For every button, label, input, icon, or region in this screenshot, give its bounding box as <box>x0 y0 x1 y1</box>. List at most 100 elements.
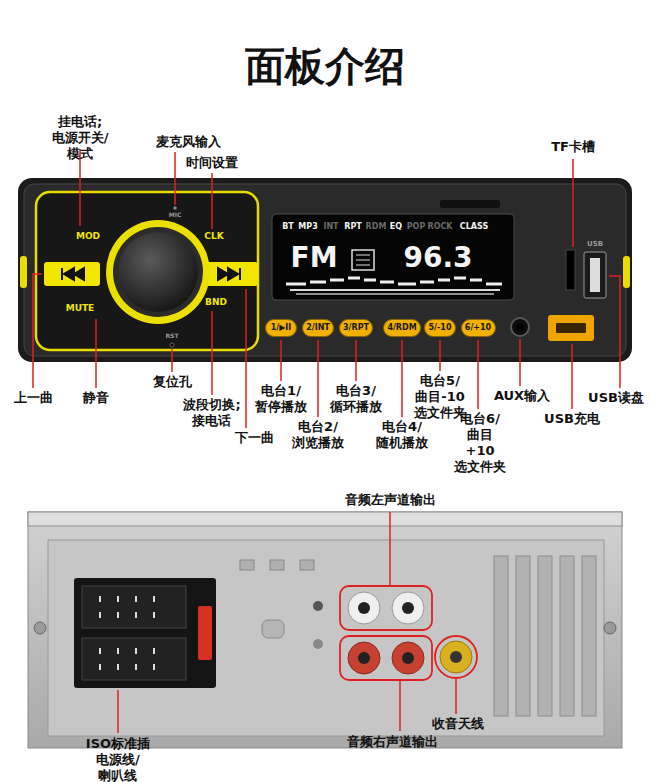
front-unit <box>440 200 500 208</box>
leader-line <box>355 340 357 381</box>
iso-connector <box>74 578 216 688</box>
rca-jacks <box>340 586 432 630</box>
iso-connector <box>82 586 186 628</box>
callout-label: 上一曲 <box>14 390 53 406</box>
control-panel <box>36 192 258 350</box>
leader-line <box>399 681 401 731</box>
rear-unit <box>313 639 323 649</box>
rear-unit <box>560 556 574 716</box>
callout-label: 音频左声道输出 <box>345 492 436 508</box>
rear-unit <box>48 540 604 736</box>
display-indicator: RDM <box>366 223 387 231</box>
front-unit <box>24 184 626 356</box>
leader-line <box>571 344 573 409</box>
button-label: 1/▶II <box>271 324 292 332</box>
leader-line <box>439 340 441 371</box>
display-indicator: ROCK <box>427 223 452 231</box>
callout-label: USB读盘 <box>588 390 644 406</box>
rear-unit <box>538 556 552 716</box>
iso-connector <box>82 638 186 680</box>
callout-label: 下一曲 <box>235 430 274 446</box>
iso-connector <box>100 596 154 670</box>
callout-label: 电台5/ 曲目-10 选文件夹 <box>414 373 466 421</box>
lcd-display <box>290 289 500 291</box>
leader-line <box>609 276 620 388</box>
display-indicator: EQ <box>390 223 402 231</box>
front-unit <box>623 256 630 288</box>
rear-unit <box>262 620 284 638</box>
rear-unit <box>494 556 508 716</box>
rear-unit <box>313 601 323 611</box>
lcd-display <box>286 278 502 284</box>
preset-button: 1/▶II <box>265 319 297 337</box>
panel-marking: MUTE <box>66 304 95 313</box>
ports <box>548 315 594 341</box>
iso-connector <box>74 578 216 688</box>
leader-line <box>401 340 403 417</box>
callout-label: 电台6/ 曲目+10 选文件夹 <box>454 411 506 475</box>
rear-unit <box>604 622 616 634</box>
panel-marking: RST <box>165 333 178 339</box>
display-readout: FM <box>291 244 338 272</box>
rca-jacks <box>348 642 380 674</box>
display-indicator: CLASS <box>460 223 488 231</box>
button-label: 5/-10 <box>429 324 452 332</box>
panel-marking: USB <box>587 241 603 248</box>
panel-marking: BND <box>205 298 227 307</box>
display-indicator: MP3 <box>298 223 317 231</box>
leader-line <box>572 159 574 247</box>
control-panel <box>113 227 203 317</box>
ports <box>556 323 586 333</box>
leader-line <box>211 311 213 395</box>
callout-label: 收音天线 <box>432 716 484 732</box>
display-readout: 96.3 <box>403 244 472 272</box>
leader-line <box>174 152 176 205</box>
lcd-display <box>352 250 374 270</box>
front-unit <box>18 178 632 362</box>
rear-unit <box>34 622 46 634</box>
leader-line <box>117 690 119 733</box>
panel-marking: MOD <box>76 232 100 241</box>
control-panel <box>218 268 240 280</box>
callout-label: 复位孔 <box>153 374 192 390</box>
lcd-display <box>272 214 514 300</box>
display-indicator: INT <box>323 223 338 231</box>
leader-line <box>389 512 391 585</box>
rca-jacks <box>392 592 424 624</box>
ports <box>517 324 524 331</box>
leader-line <box>519 339 521 386</box>
callout-label: 电台3/ 循环播放 <box>330 383 382 415</box>
rca-jacks <box>340 636 432 680</box>
leader-line <box>477 340 479 409</box>
control-panel <box>106 220 210 324</box>
control-panel <box>173 206 177 210</box>
panel-marking: MIC <box>169 212 182 218</box>
lcd-display <box>356 255 370 265</box>
rca-jacks <box>358 652 370 664</box>
rear-unit <box>28 512 622 748</box>
callout-label: 静音 <box>83 390 109 406</box>
rca-jacks <box>402 652 414 664</box>
rca-jacks <box>348 592 380 624</box>
display-indicator: BT <box>282 223 294 231</box>
leader-line <box>171 349 173 372</box>
preset-button: 6/+10 <box>461 319 496 337</box>
control-panel <box>36 192 258 350</box>
display-indicator: POP <box>407 223 426 231</box>
preset-button: 4/RDM <box>383 319 421 337</box>
rear-unit <box>28 512 622 748</box>
control-panel <box>202 262 258 286</box>
button-label: 4/RDM <box>387 324 416 332</box>
antenna-jack <box>435 636 477 678</box>
front-unit <box>18 178 632 362</box>
control-panel <box>44 262 100 286</box>
ports <box>566 250 575 290</box>
leader-line <box>33 149 620 428</box>
leader-line <box>95 319 97 388</box>
ports <box>590 258 600 292</box>
callout-label: 波段切换; 接电话 <box>183 397 240 429</box>
panel-marking: CLK <box>204 232 223 241</box>
callout-label: 麦克风输入 <box>156 134 221 150</box>
lcd-display <box>296 293 494 295</box>
rca-jacks <box>392 642 424 674</box>
